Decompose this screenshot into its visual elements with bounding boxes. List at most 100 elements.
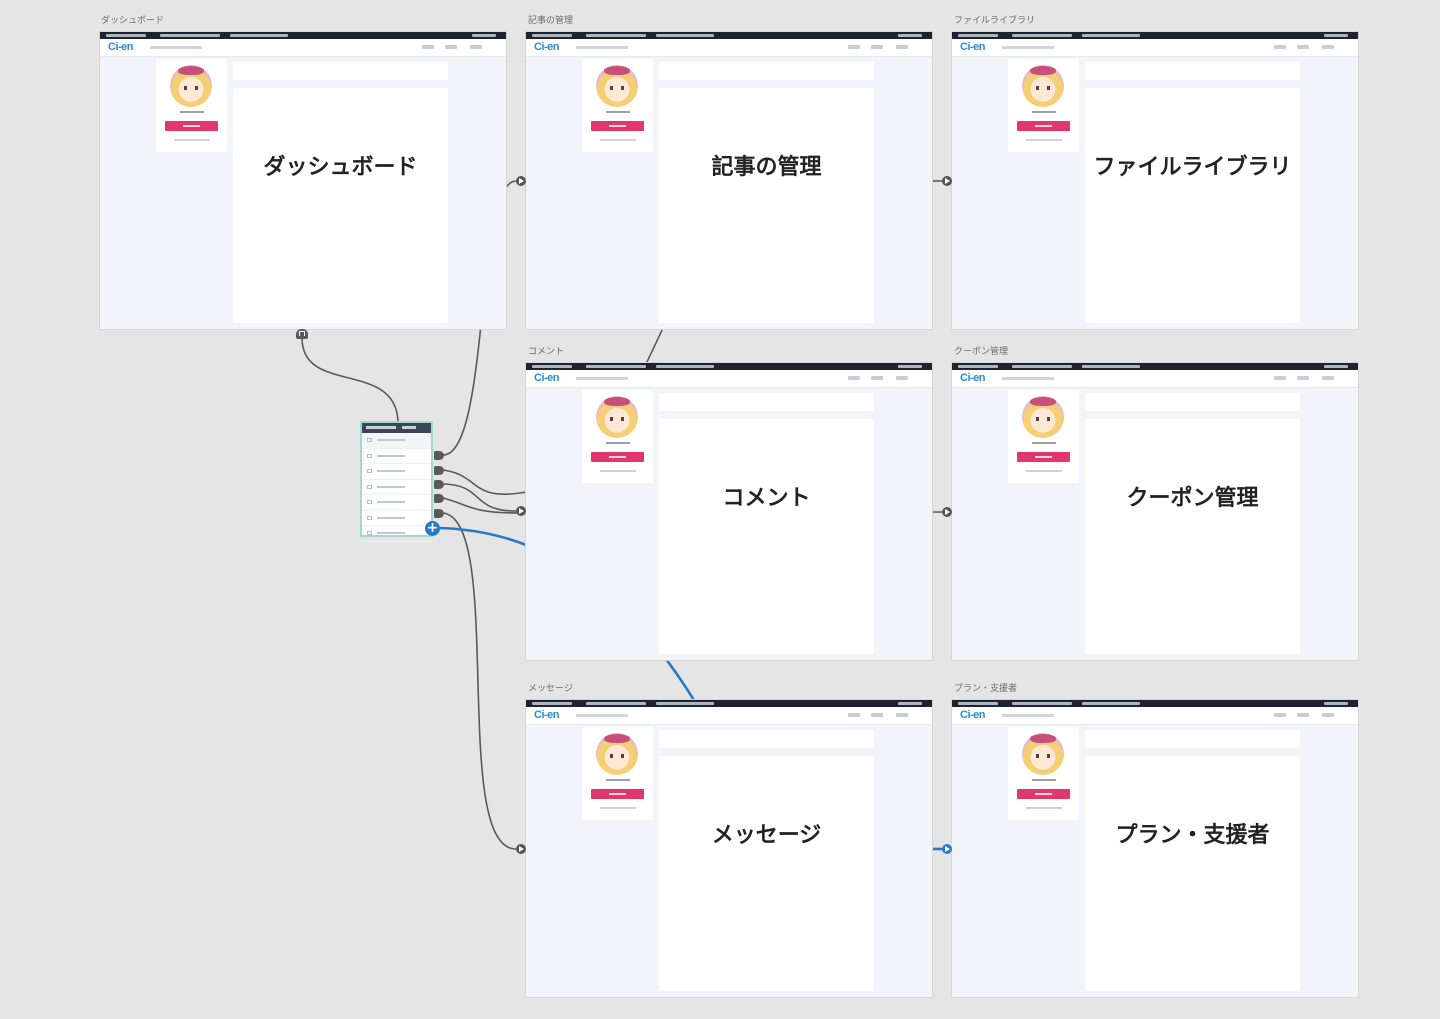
- avatar: [170, 65, 212, 107]
- search-bar: [576, 46, 628, 49]
- artboard-label-messages[interactable]: メッセージ: [528, 684, 573, 694]
- site-header: Ci-en: [952, 39, 1358, 57]
- content-strip: [659, 730, 874, 748]
- arrow-end-icon: [516, 176, 526, 186]
- home-icon[interactable]: [296, 329, 308, 339]
- arrow-end-icon: [516, 844, 526, 854]
- connection-node[interactable]: [434, 494, 444, 503]
- support-button: [591, 452, 644, 462]
- site-logo: Ci-en: [534, 709, 560, 721]
- content-strip: [1085, 393, 1300, 411]
- wire-messages: [442, 512, 517, 850]
- top-bar: [952, 32, 1358, 39]
- menu-item-files[interactable]: [362, 495, 431, 511]
- site-header: Ci-en: [526, 707, 932, 725]
- arrow-end-icon: [942, 176, 952, 186]
- support-button: [165, 121, 218, 131]
- artboard-title: クーポン管理: [1126, 486, 1259, 511]
- support-button: [591, 789, 644, 799]
- connection-node[interactable]: [434, 466, 444, 475]
- avatar: [1022, 396, 1064, 438]
- content-area: [1085, 419, 1300, 654]
- site-header: Ci-en: [952, 370, 1358, 388]
- profile-card: [156, 59, 227, 152]
- menu-item-articles[interactable]: [362, 449, 431, 464]
- search-bar: [576, 714, 628, 717]
- profile-card: [582, 59, 653, 152]
- content-strip: [1085, 730, 1300, 748]
- artboard-title: ファイルライブラリ: [1093, 155, 1292, 180]
- menu-item-comments[interactable]: [362, 464, 431, 480]
- profile-card: [1008, 727, 1079, 820]
- avatar: [596, 733, 638, 775]
- connection-node[interactable]: [434, 509, 444, 518]
- avatar: [1022, 733, 1064, 775]
- support-button: [1017, 452, 1070, 462]
- artboard-dashboard[interactable]: Ci-en ダッシュボード: [100, 32, 506, 329]
- profile-card: [1008, 390, 1079, 483]
- menu-item-plans[interactable]: [362, 526, 431, 542]
- artboard-label-comments[interactable]: コメント: [528, 347, 565, 357]
- top-bar: [100, 32, 506, 39]
- search-bar: [1002, 377, 1054, 380]
- site-logo: Ci-en: [534, 41, 560, 53]
- profile-card: [1008, 59, 1079, 152]
- content-area: [1085, 88, 1300, 323]
- site-logo: Ci-en: [108, 41, 134, 53]
- top-bar: [526, 32, 932, 39]
- support-button: [1017, 121, 1070, 131]
- arrow-end-icon: [516, 506, 526, 516]
- content-area: [659, 756, 874, 991]
- artboard-title: プラン・支援者: [1115, 823, 1270, 848]
- search-bar: [576, 377, 628, 380]
- artboard-label-coupons[interactable]: クーポン管理: [954, 347, 1009, 357]
- site-logo: Ci-en: [960, 372, 986, 384]
- artboard-label-articles[interactable]: 記事の管理: [528, 16, 574, 26]
- artboard-coupons[interactable]: Ci-en クーポン管理: [952, 363, 1358, 660]
- artboard-title: メッセージ: [711, 823, 822, 848]
- site-logo: Ci-en: [960, 41, 986, 53]
- content-strip: [1085, 62, 1300, 80]
- wire-comments: [442, 483, 517, 512]
- site-logo: Ci-en: [960, 709, 986, 721]
- profile-card: [582, 727, 653, 820]
- artboard-label-plans[interactable]: プラン・支援者: [954, 684, 1018, 694]
- artboard-label-files[interactable]: ファイルライブラリ: [954, 16, 1036, 26]
- search-bar: [1002, 714, 1054, 717]
- support-button: [591, 121, 644, 131]
- artboard-comments[interactable]: Ci-en コメント: [526, 363, 932, 660]
- search-bar: [1002, 46, 1054, 49]
- top-bar: [952, 363, 1358, 370]
- site-header: Ci-en: [526, 370, 932, 388]
- artboard-articles[interactable]: Ci-en 記事の管理: [526, 32, 932, 329]
- avatar: [596, 396, 638, 438]
- top-bar: [526, 700, 932, 707]
- profile-card: [582, 390, 653, 483]
- dashboard-menu-component[interactable]: [360, 421, 433, 542]
- connection-node[interactable]: [434, 451, 444, 460]
- menu-item-dashboard[interactable]: [362, 433, 431, 449]
- content-strip: [659, 393, 874, 411]
- site-header: Ci-en: [100, 39, 506, 57]
- content-strip: [233, 62, 448, 80]
- arrow-end-icon: [942, 844, 952, 854]
- content-area: [659, 88, 874, 323]
- connection-node[interactable]: [434, 480, 444, 489]
- avatar: [596, 65, 638, 107]
- avatar: [1022, 65, 1064, 107]
- content-area: [1085, 756, 1300, 991]
- arrow-end-icon: [942, 507, 952, 517]
- artboard-messages[interactable]: Ci-en メッセージ: [526, 700, 932, 997]
- plus-icon[interactable]: +: [425, 520, 440, 536]
- site-header: Ci-en: [952, 707, 1358, 725]
- artboard-files[interactable]: Ci-en ファイルライブラリ: [952, 32, 1358, 329]
- site-logo: Ci-en: [534, 372, 560, 384]
- menu-item-coupons[interactable]: [362, 511, 431, 526]
- artboard-label-dashboard[interactable]: ダッシュボード: [101, 16, 165, 26]
- content-area: [233, 88, 448, 323]
- artboard-plans[interactable]: Ci-en プラン・支援者: [952, 700, 1358, 997]
- menu-item-messages[interactable]: [362, 480, 431, 495]
- content-strip: [659, 62, 874, 80]
- support-button: [1017, 789, 1070, 799]
- artboard-title: コメント: [722, 486, 811, 511]
